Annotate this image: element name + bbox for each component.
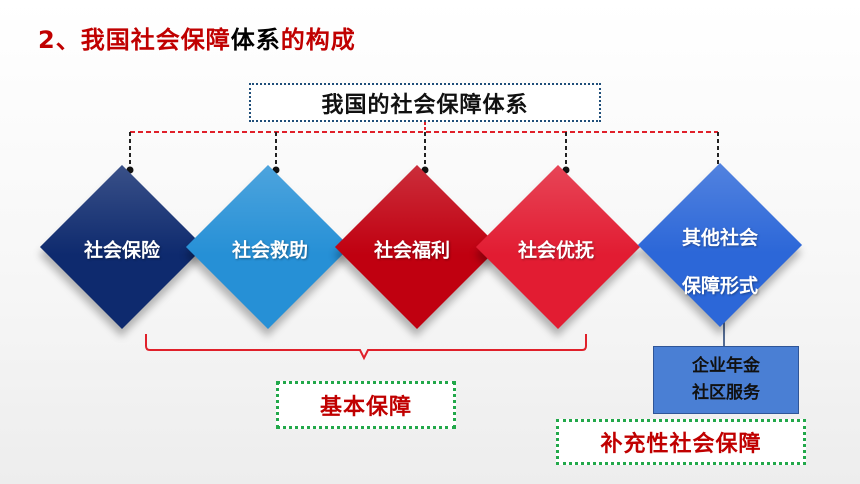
supplementary-security-label: 补充性社会保障 xyxy=(600,432,762,457)
other-forms-detail-box: 企业年金 社区服务 xyxy=(653,346,799,414)
label-other-forms: 其他社会 保障形式 xyxy=(682,214,758,310)
label-social-assistance: 社会救助 xyxy=(231,239,309,262)
basic-security-label: 基本保障 xyxy=(319,395,412,420)
supplementary-security-tag: 补充性社会保障 xyxy=(556,419,806,465)
page-title: 2、我国社会保障体系的构成 xyxy=(38,20,356,55)
enterprise-annuity-text: 企业年金 xyxy=(692,356,760,376)
label-special-care: 社会优抚 xyxy=(517,239,595,262)
title-part-2: 体系 xyxy=(230,26,281,54)
community-service-text: 社区服务 xyxy=(692,383,760,403)
label-social-welfare: 社会福利 xyxy=(373,239,451,262)
label-social-insurance: 社会保险 xyxy=(83,239,161,262)
title-part-3: 的构成 xyxy=(280,26,356,54)
root-node: 我国的社会保障体系 xyxy=(249,83,601,122)
title-part-1: 2、我国社会保障 xyxy=(38,26,231,54)
label-other-forms-line-1: 其他社会 xyxy=(681,227,759,249)
root-node-label: 我国的社会保障体系 xyxy=(321,92,529,118)
label-other-forms-line-2: 保障形式 xyxy=(681,275,759,297)
basic-group-bracket xyxy=(145,334,587,361)
basic-security-tag: 基本保障 xyxy=(276,381,456,429)
